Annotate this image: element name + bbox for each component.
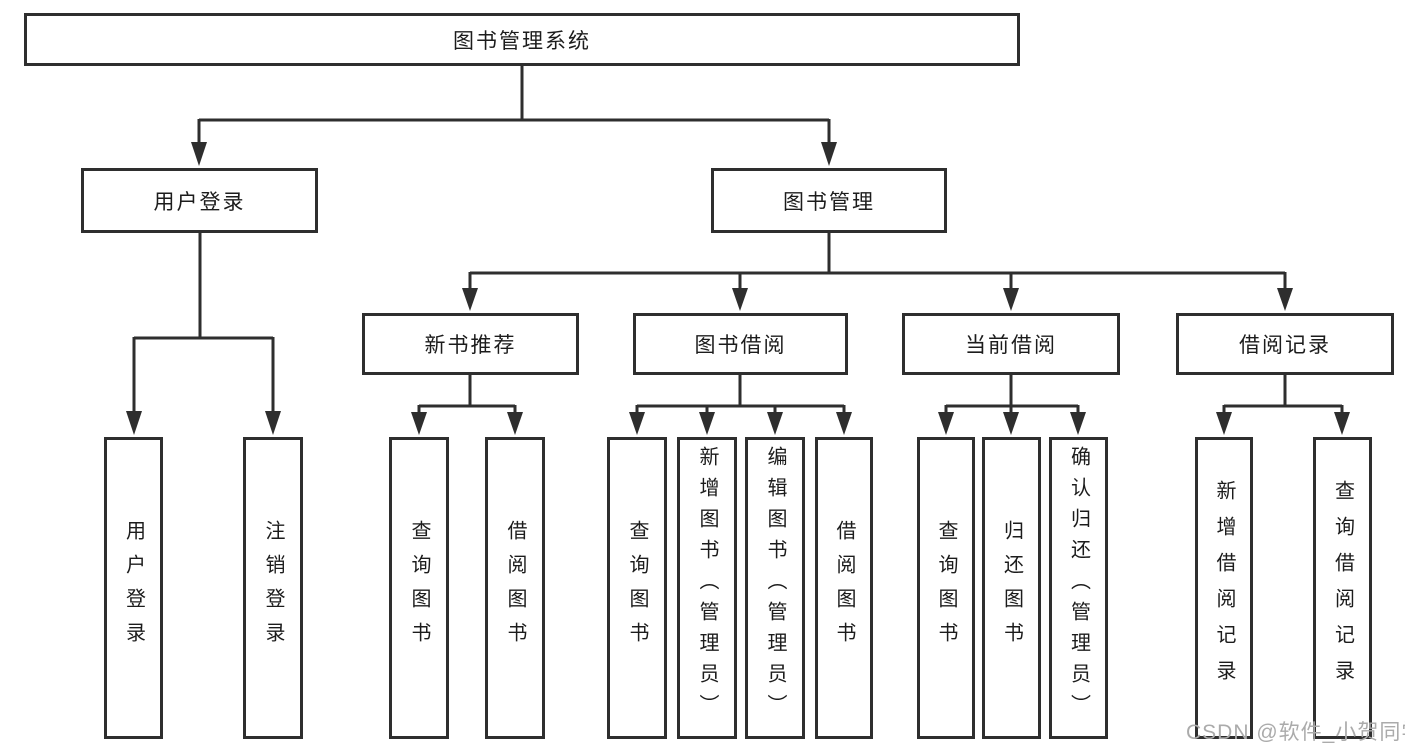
node-current-query-book: 查询图书 — [917, 437, 975, 739]
node-confirm-return-admin: 确认归还（管理员） — [1049, 437, 1108, 739]
node-return-book: 归还图书 — [982, 437, 1041, 739]
connector-new-book-to-children — [411, 373, 523, 435]
node-root: 图书管理系统 — [24, 13, 1020, 66]
node-new-book-borrow-label: 借阅图书 — [504, 520, 526, 656]
connector-user-login-to-children — [126, 231, 281, 435]
node-new-book-query: 查询图书 — [389, 437, 449, 739]
node-new-book-query-label: 查询图书 — [408, 520, 430, 656]
node-add-book-admin: 新增图书（管理员） — [677, 437, 737, 739]
node-edit-book-admin: 编辑图书（管理员） — [745, 437, 805, 739]
node-user-login: 用户登录 — [81, 168, 318, 233]
node-root-label: 图书管理系统 — [453, 29, 591, 53]
node-user-login-label: 用户登录 — [153, 190, 246, 214]
node-add-book-admin-label: 新增图书（管理员） — [696, 446, 718, 725]
connector-book-management-to-level2 — [462, 231, 1293, 311]
node-user-login-action: 用户登录 — [104, 437, 163, 739]
node-confirm-return-admin-label: 确认归还（管理员） — [1067, 446, 1090, 725]
connector-root-to-level1 — [191, 64, 837, 166]
node-current-borrow: 当前借阅 — [902, 313, 1120, 375]
node-borrow-book: 借阅图书 — [815, 437, 873, 739]
node-user-login-action-label: 用户登录 — [122, 520, 145, 656]
node-borrow-records-label: 借阅记录 — [1239, 334, 1331, 357]
connector-book-borrow-to-children — [629, 373, 852, 435]
node-edit-book-admin-label: 编辑图书（管理员） — [764, 446, 786, 725]
csdn-watermark: CSDN @软件_小贺同学 — [1186, 721, 1405, 744]
node-query-borrow-record-label: 查询借阅记录 — [1331, 480, 1354, 696]
node-return-book-label: 归还图书 — [1000, 520, 1023, 656]
node-borrow-records: 借阅记录 — [1176, 313, 1394, 375]
node-current-borrow-label: 当前借阅 — [965, 334, 1057, 357]
node-logout-action-label: 注销登录 — [262, 520, 284, 656]
node-book-management: 图书管理 — [711, 168, 947, 233]
node-book-borrow-label: 图书借阅 — [694, 334, 787, 357]
node-add-borrow-record-label: 新增借阅记录 — [1213, 480, 1235, 696]
node-borrow-query-book-label: 查询图书 — [626, 520, 648, 656]
node-current-query-book-label: 查询图书 — [935, 520, 957, 656]
node-logout-action: 注销登录 — [243, 437, 303, 739]
node-book-management-label: 图书管理 — [783, 190, 875, 214]
node-book-borrow: 图书借阅 — [633, 313, 848, 375]
connector-borrow-records-to-children — [1216, 373, 1350, 435]
node-new-book-borrow: 借阅图书 — [485, 437, 545, 739]
node-add-borrow-record: 新增借阅记录 — [1195, 437, 1253, 739]
node-borrow-book-label: 借阅图书 — [833, 520, 855, 656]
node-new-book-recommend-label: 新书推荐 — [424, 334, 517, 357]
connector-current-borrow-to-children — [938, 373, 1086, 435]
node-borrow-query-book: 查询图书 — [607, 437, 667, 739]
node-query-borrow-record: 查询借阅记录 — [1313, 437, 1372, 739]
node-new-book-recommend: 新书推荐 — [362, 313, 579, 375]
